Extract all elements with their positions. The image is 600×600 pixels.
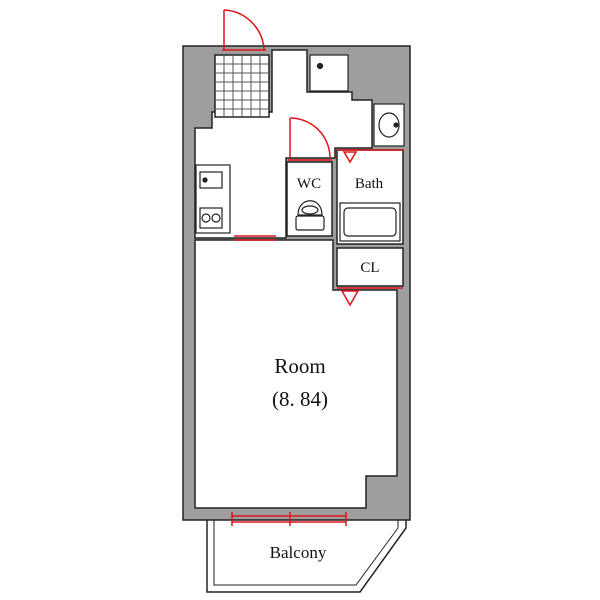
bath-label: Bath [355,176,384,192]
entrance-tiles [214,54,270,118]
wc-door [288,117,332,161]
balcony-label: Balcony [270,543,327,562]
balcony-area [206,520,407,593]
fridge-space [309,54,349,92]
main-room-floor [194,239,398,509]
room-area-label: (8. 84) [272,387,328,411]
room-opening [234,235,276,241]
kitchen-counter [195,164,231,234]
bathtub [339,202,401,242]
washbasin [373,103,405,147]
balcony-inner-line [213,520,399,586]
balcony-outline [206,520,407,593]
room-name-label: Room [274,354,325,378]
closet-label: CL [360,260,379,276]
bath-door [337,149,403,164]
closet-floor [336,247,404,287]
balcony-window [231,512,347,526]
wc-label: WC [297,176,321,192]
toilet [295,200,325,231]
entrance-door [222,9,266,51]
closet-door [337,287,403,307]
